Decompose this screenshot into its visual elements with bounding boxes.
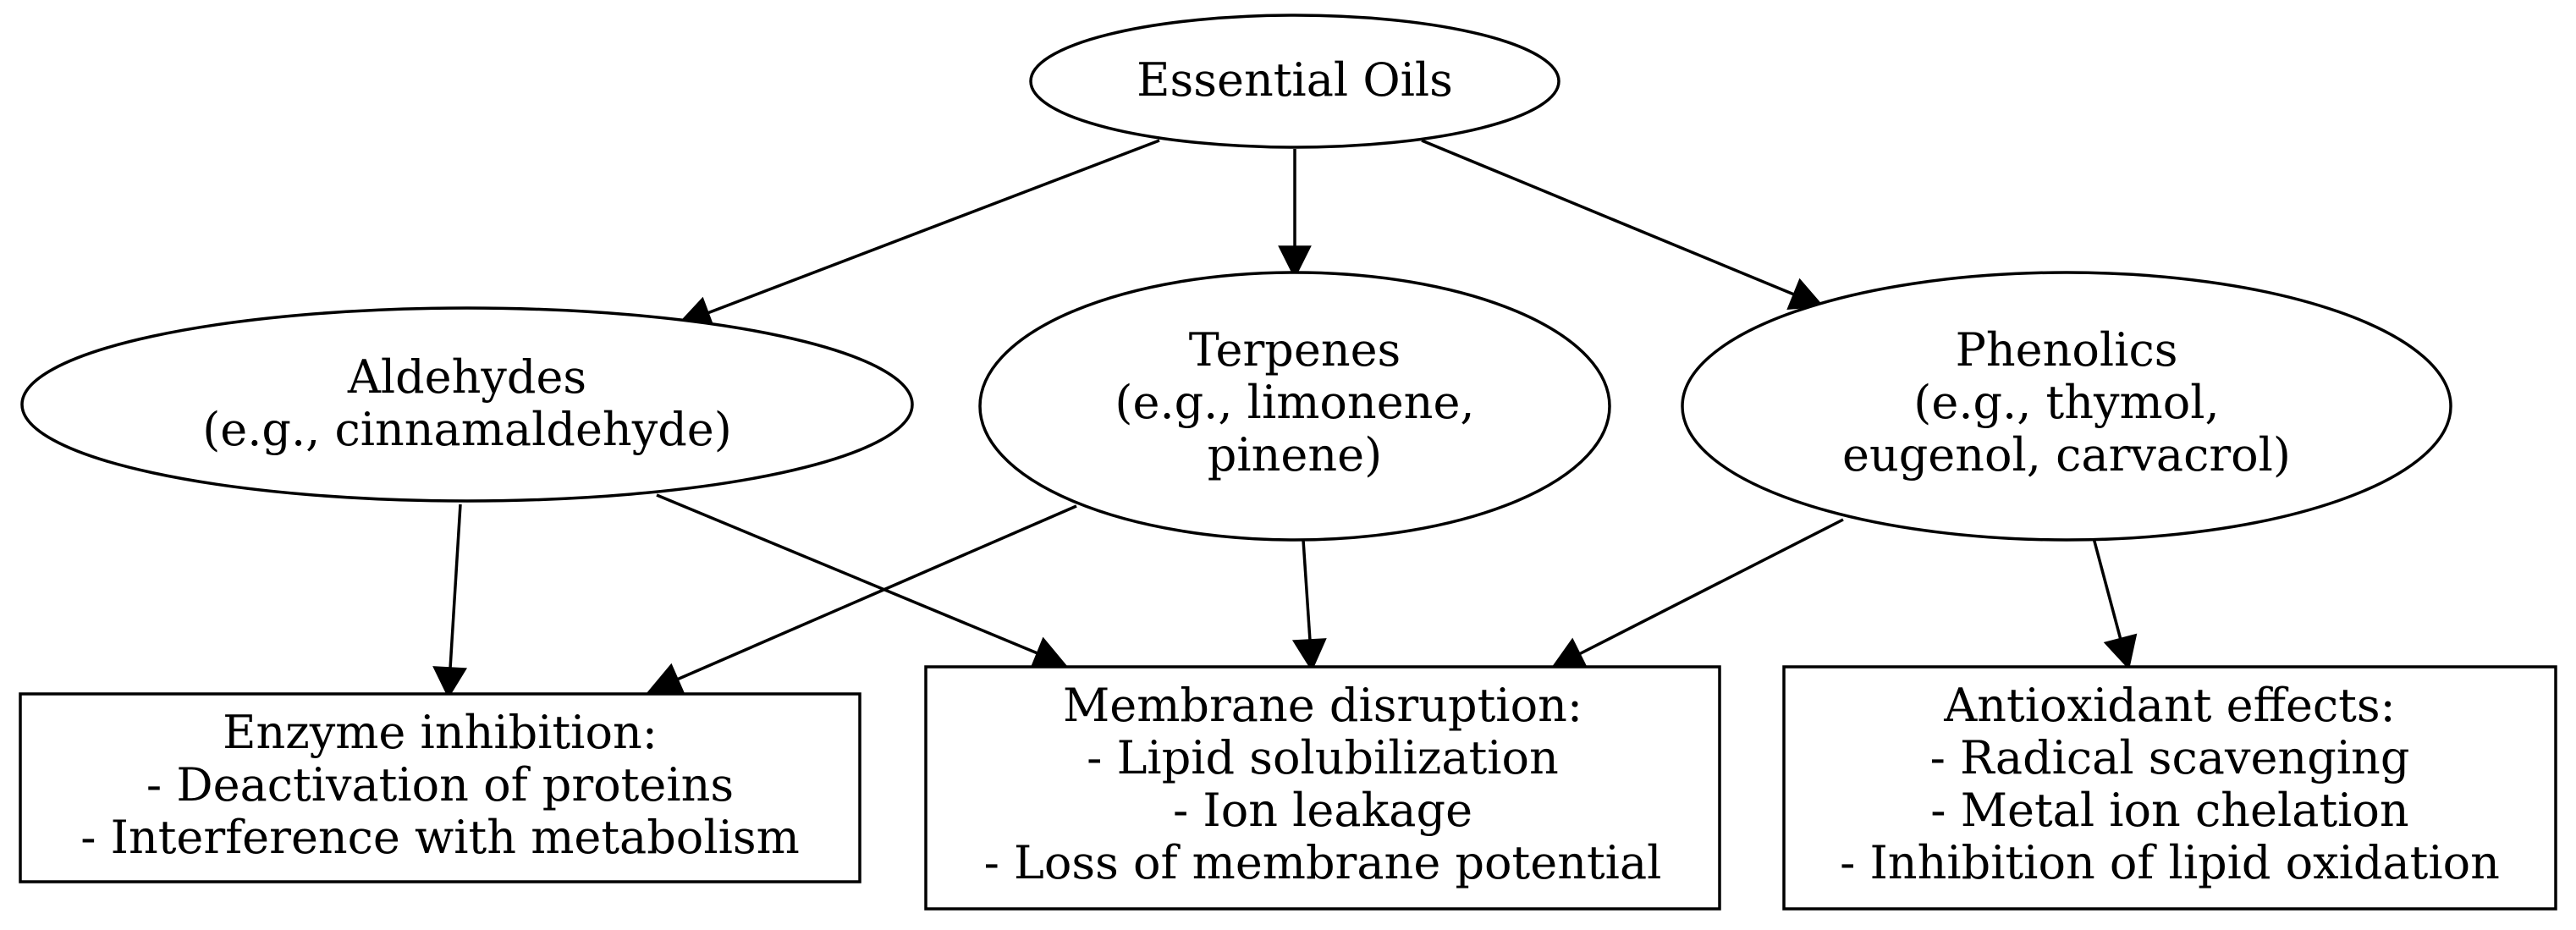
edge-aldehydes-to-enzyme-inhibition xyxy=(432,504,468,699)
node-antioxidant-effects-line-4: - Inhibition of lipid oxidation xyxy=(1840,836,2500,889)
node-membrane-disruption-line-1: Membrane disruption: xyxy=(1063,679,1582,732)
node-phenolics-line-1: Phenolics xyxy=(1956,323,2178,377)
node-terpenes-line-3: pinene) xyxy=(1208,428,1382,482)
node-antioxidant-effects-line-1: Antioxidant effects: xyxy=(1943,679,2396,732)
node-antioxidant-effects-line-2: - Radical scavenging xyxy=(1930,731,2410,784)
node-terpenes-line-1: Terpenes xyxy=(1189,323,1401,377)
node-membrane-disruption-line-2: - Lipid solubilization xyxy=(1087,731,1559,784)
node-antioxidant-effects-line-3: - Metal ion chelation xyxy=(1930,784,2408,837)
node-essential-oils: Essential Oils xyxy=(1029,14,1560,149)
node-enzyme-inhibition-line-2: - Deactivation of proteins xyxy=(146,758,734,812)
node-membrane-disruption: Membrane disruption: - Lipid solubilizat… xyxy=(924,665,1721,911)
node-enzyme-inhibition: Enzyme inhibition: - Deactivation of pro… xyxy=(19,692,861,883)
node-phenolics: Phenolics (e.g., thymol, eugenol, carvac… xyxy=(1681,271,2452,542)
node-phenolics-line-3: eugenol, carvacrol) xyxy=(1842,428,2291,482)
edge-phenolics-to-membrane-disruption xyxy=(1550,518,1844,669)
diagram-edges xyxy=(432,139,2138,699)
node-essential-oils-line-1: Essential Oils xyxy=(1137,53,1453,107)
node-phenolics-line-2: (e.g., thymol, xyxy=(1913,376,2219,429)
edge-essential-oils-to-aldehydes xyxy=(677,139,1160,329)
edge-aldehydes-to-membrane-disruption xyxy=(656,493,1068,669)
node-terpenes-line-2: (e.g., limonene, xyxy=(1115,376,1474,429)
node-enzyme-inhibition-line-3: - Interference with metabolism xyxy=(80,811,800,864)
node-terpenes: Terpenes (e.g., limonene, pinene) xyxy=(978,271,1611,542)
edge-essential-oils-to-phenolics xyxy=(1421,139,1825,310)
edge-terpenes-to-membrane-disruption xyxy=(1291,539,1327,672)
node-aldehydes-line-2: (e.g., cinnamaldehyde) xyxy=(202,403,732,456)
node-aldehydes: Aldehydes (e.g., cinnamaldehyde) xyxy=(20,306,914,503)
edge-terpenes-to-enzyme-inhibition xyxy=(647,504,1077,695)
node-antioxidant-effects: Antioxidant effects: - Radical scavengin… xyxy=(1782,665,2557,911)
edge-essential-oils-to-terpenes xyxy=(1278,149,1312,279)
node-membrane-disruption-line-3: - Ion leakage xyxy=(1173,784,1472,837)
node-enzyme-inhibition-line-1: Enzyme inhibition: xyxy=(223,706,658,759)
edge-phenolics-to-antioxidant-effects xyxy=(2092,537,2138,670)
node-membrane-disruption-line-4: - Loss of membrane potential xyxy=(984,836,1662,889)
node-aldehydes-line-1: Aldehydes xyxy=(347,350,586,404)
